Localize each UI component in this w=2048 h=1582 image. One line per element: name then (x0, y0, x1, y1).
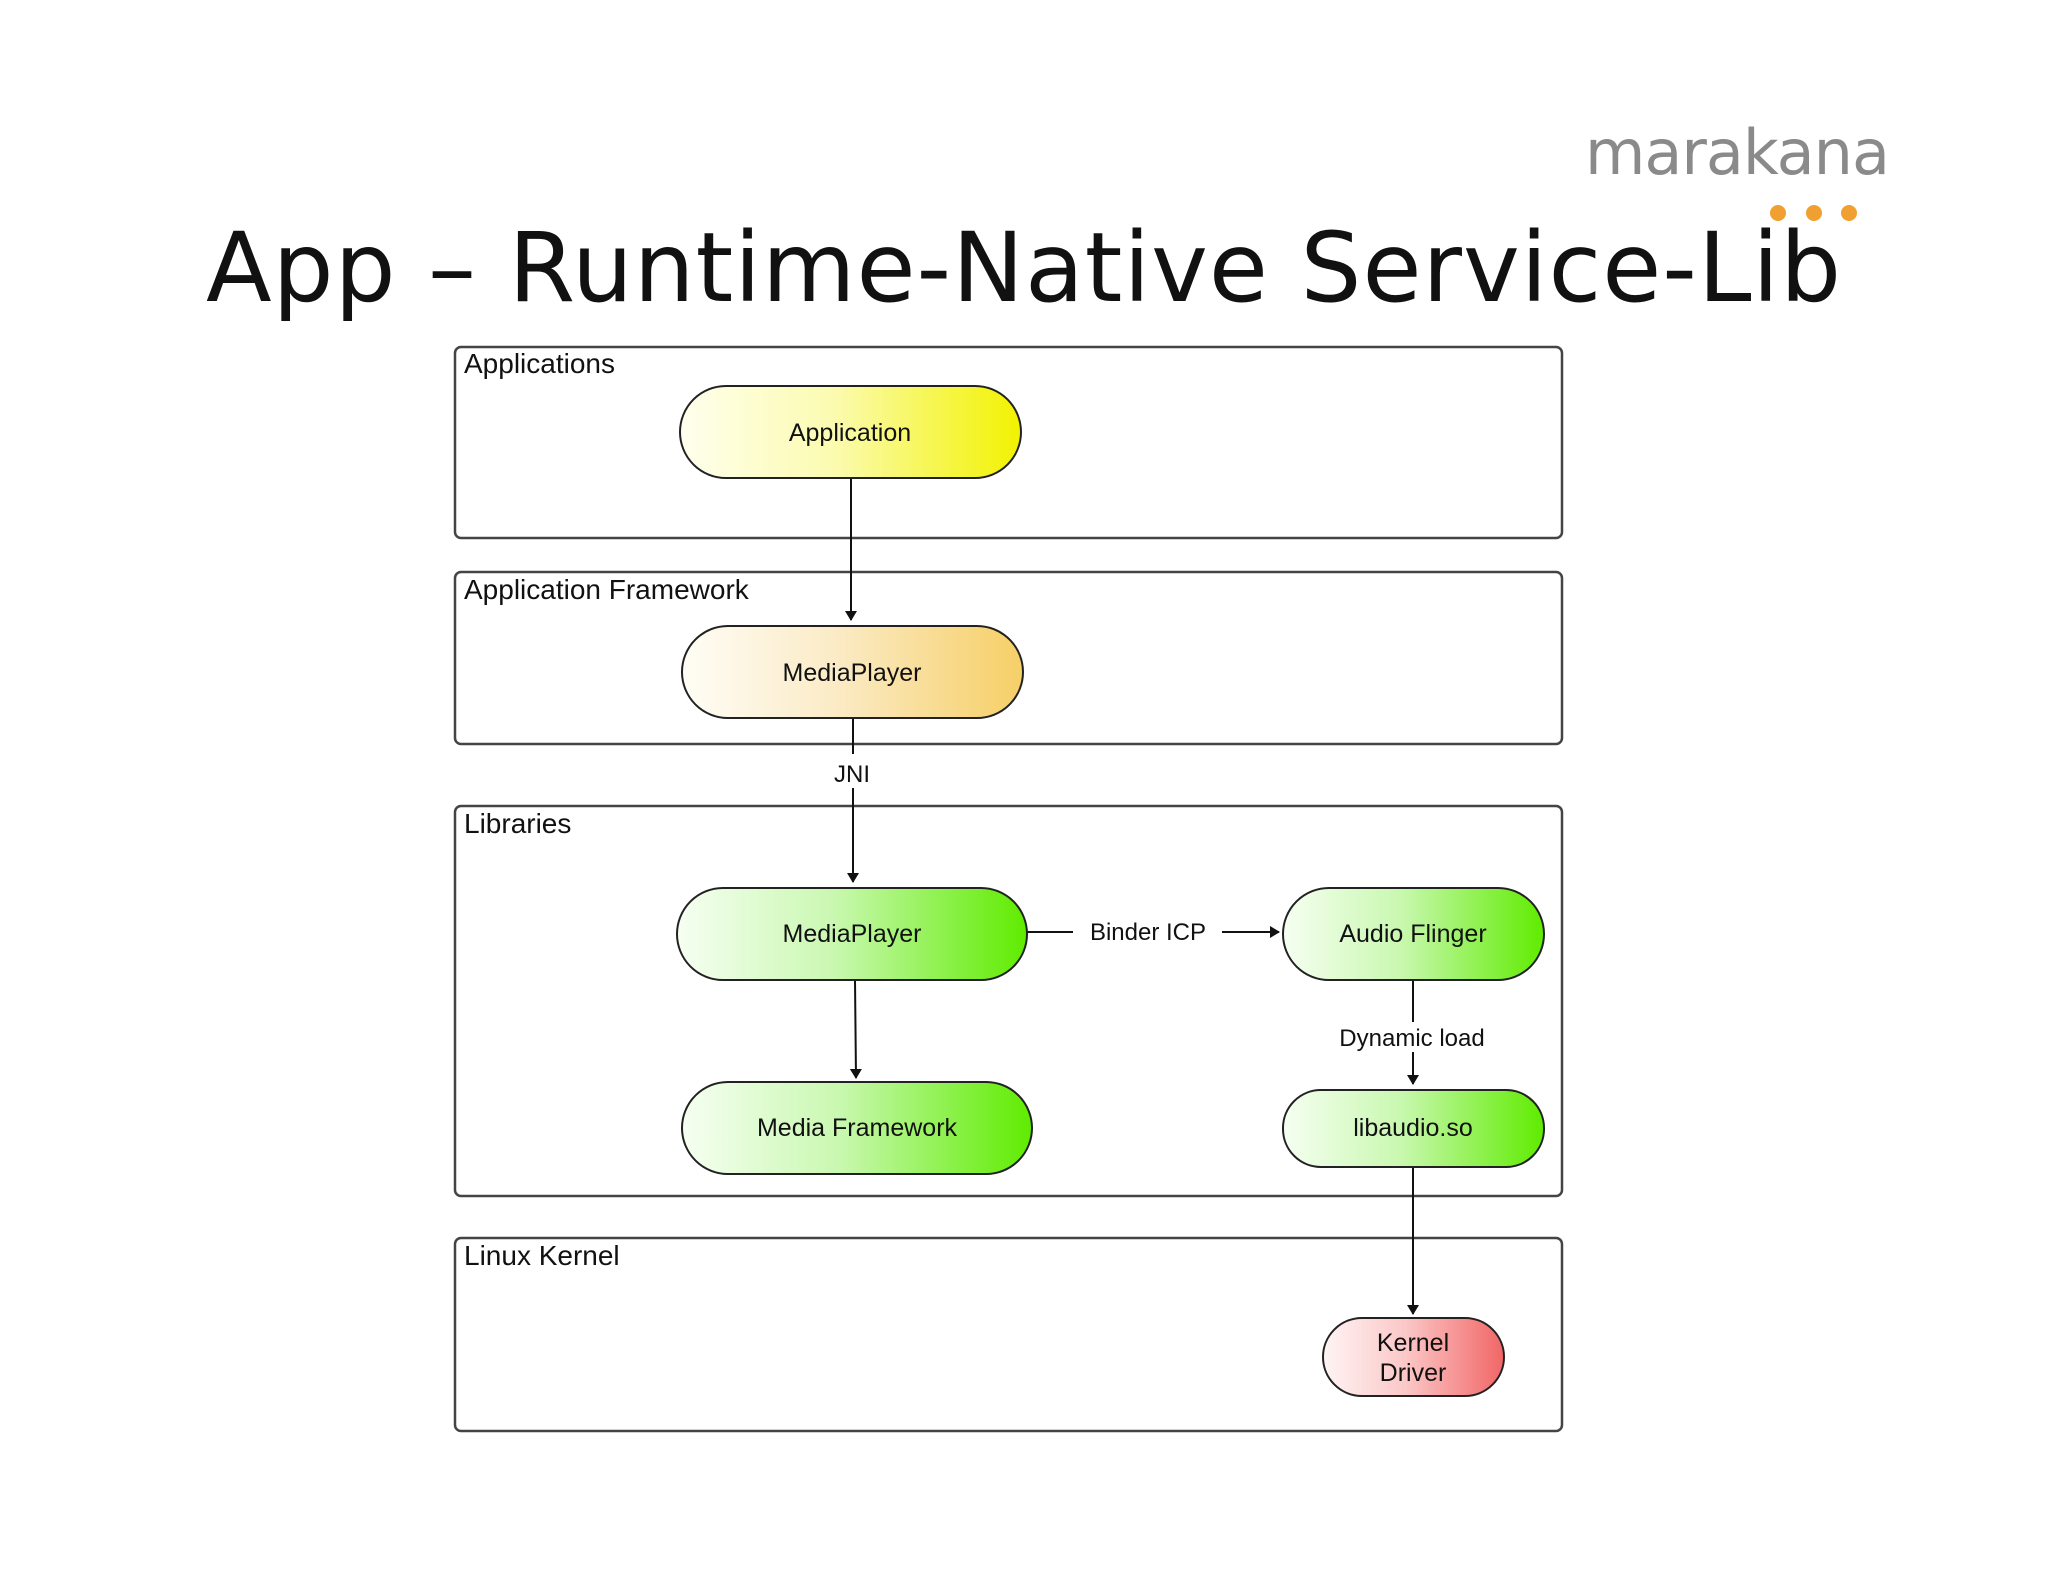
logo-dot-1 (1770, 205, 1786, 221)
layer-title-libraries: Libraries (464, 808, 571, 839)
slide-title: App – Runtime-Native Service-Lib (205, 212, 1843, 324)
node-label-mediaplayer-framework: MediaPlayer (783, 659, 922, 687)
edge-label-dynamic-load: Dynamic load (1339, 1025, 1484, 1052)
node-mediaplayer-libraries: MediaPlayer (676, 887, 1028, 981)
node-label-mediaplayer-libraries: MediaPlayer (783, 920, 922, 948)
node-label-libaudio: libaudio.so (1353, 1114, 1473, 1142)
edge-label-jni: JNI (834, 761, 870, 788)
node-mediaplayer-framework: MediaPlayer (681, 625, 1024, 719)
logo-dot-3 (1841, 205, 1857, 221)
node-kernel-driver: Kernel Driver (1322, 1317, 1505, 1397)
layer-title-linux-kernel: Linux Kernel (464, 1240, 620, 1271)
node-label-kernel-driver-line1: Kernel (1377, 1329, 1449, 1357)
edge-binder-icp: Binder ICP (1027, 919, 1280, 946)
layer-title-applications: Applications (464, 348, 615, 379)
logo-text: marakana (1585, 116, 1890, 189)
node-audio-flinger: Audio Flinger (1282, 887, 1545, 981)
node-libaudio: libaudio.so (1282, 1089, 1545, 1168)
node-application: Application (679, 385, 1022, 479)
layer-title-application-framework: Application Framework (464, 574, 750, 605)
node-label-media-framework: Media Framework (757, 1114, 958, 1142)
edge-dynamic-load: Dynamic load (1339, 980, 1485, 1085)
layer-linux-kernel: Linux Kernel (453, 1236, 1564, 1433)
node-label-kernel-driver-line2: Driver (1380, 1359, 1447, 1387)
node-label-application: Application (789, 419, 911, 447)
edge-mediaplayer-to-media-framework (849, 979, 862, 1079)
node-media-framework: Media Framework (681, 1081, 1033, 1175)
node-label-audio-flinger: Audio Flinger (1339, 920, 1486, 948)
logo-dot-2 (1806, 205, 1822, 221)
edge-label-binder-icp: Binder ICP (1090, 919, 1206, 946)
edge-jni: JNI (834, 718, 870, 883)
marakana-logo: marakana (1585, 122, 1890, 232)
